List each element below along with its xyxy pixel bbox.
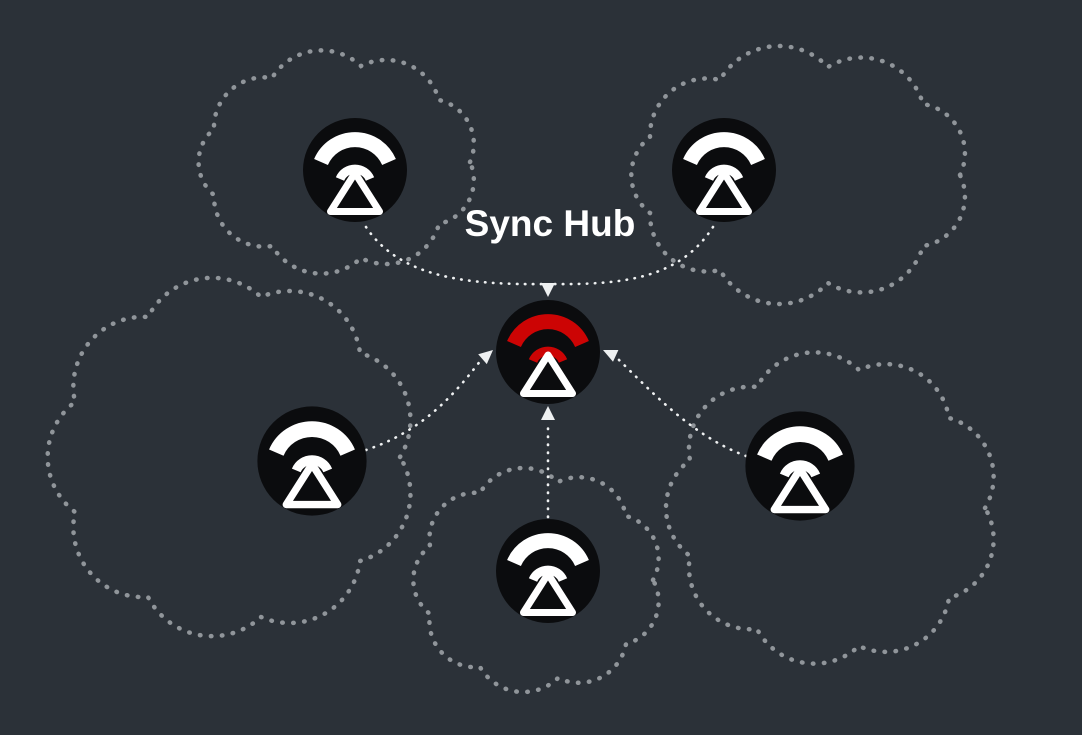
arrowhead-bottom	[541, 406, 555, 420]
arrowhead-right	[603, 350, 619, 362]
diagram-title: Sync Hub	[465, 203, 636, 244]
node-mid-right	[745, 411, 854, 520]
arrowhead-left	[478, 350, 493, 365]
arrowhead-top	[541, 283, 555, 297]
arrow-from-mid-right	[615, 356, 748, 458]
arrow-from-mid-left	[364, 358, 483, 452]
node-mid-left	[257, 406, 366, 515]
node-top-left	[303, 118, 407, 222]
cloud-outline-top-right	[629, 43, 968, 307]
node-top-right	[672, 118, 776, 222]
arrow-from-top-left	[364, 225, 548, 286]
node-bottom-center	[496, 519, 600, 623]
cloud-outline-bottom-center	[411, 465, 661, 695]
cloud-outline-mid-right	[663, 350, 996, 666]
cloud-outline-mid-left	[45, 275, 413, 639]
sync-hub-node	[496, 300, 600, 404]
